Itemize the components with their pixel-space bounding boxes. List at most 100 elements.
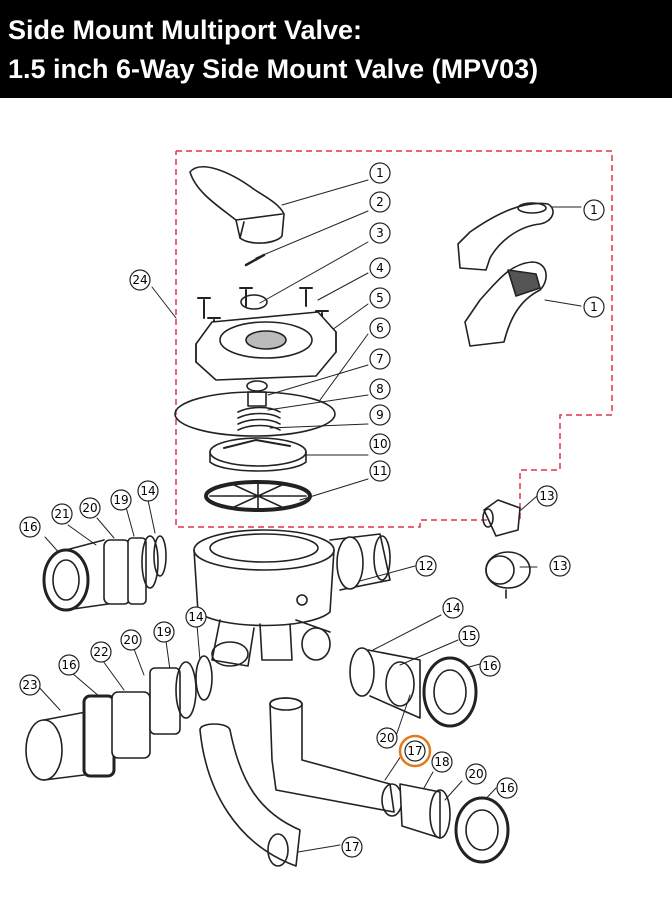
- callout-circle: [369, 460, 391, 482]
- spider-gasket: [204, 480, 312, 512]
- rotor-disc: [209, 437, 307, 472]
- callout-label: 9: [376, 408, 384, 422]
- callout-c11: 11: [369, 460, 391, 482]
- callout-circle: [583, 296, 605, 318]
- callout-c4: 4: [369, 257, 391, 279]
- callout-label: 20: [123, 633, 138, 647]
- callout-circle: [496, 777, 518, 799]
- callout-c8: 8: [369, 378, 391, 400]
- callout-label: 3: [376, 226, 384, 240]
- callout-label: 16: [499, 781, 514, 795]
- callout-c16b: 16: [58, 654, 80, 676]
- callout-c20a: 20: [79, 497, 101, 519]
- callout-circle: [51, 503, 73, 525]
- callout-label: 14: [140, 484, 155, 498]
- callout-c9: 9: [369, 404, 391, 426]
- callout-c16c: 16: [479, 655, 501, 677]
- callout-label: 14: [188, 610, 203, 624]
- callout-label: 13: [539, 489, 554, 503]
- callout-c14c: 14: [442, 597, 464, 619]
- callout-c13a: 13: [536, 485, 558, 507]
- callout-label: 22: [93, 645, 108, 659]
- left-lower-union: [25, 655, 213, 781]
- callout-c22: 22: [90, 641, 112, 663]
- callout-c19a: 19: [110, 489, 132, 511]
- callout-label: 18: [434, 755, 449, 769]
- title-line-2: 1.5 inch 6-Way Side Mount Valve (MPV03): [8, 54, 539, 84]
- callout-circle: [369, 257, 391, 279]
- callout-label: 1: [590, 203, 598, 217]
- callout-circle: [549, 555, 571, 577]
- callout-circle: [369, 404, 391, 426]
- callout-c19b: 19: [153, 621, 175, 643]
- callout-label: 16: [22, 520, 37, 534]
- valve-body: [193, 529, 391, 627]
- callout-label: 16: [482, 659, 497, 673]
- callout-circle: [137, 480, 159, 502]
- callout-label: 11: [372, 464, 387, 478]
- alternate-handle-2: [464, 261, 547, 347]
- callout-circle: [120, 629, 142, 651]
- callout-circle: [369, 433, 391, 455]
- callout-label: 17: [407, 744, 422, 758]
- callout-c1a: 1: [369, 162, 391, 184]
- callout-label: 20: [82, 501, 97, 515]
- callout-label: 1: [376, 166, 384, 180]
- small-o-ring: [240, 294, 268, 310]
- callout-circle: [369, 287, 391, 309]
- callout-label: 8: [376, 382, 384, 396]
- callout-circle: [369, 378, 391, 400]
- callout-label: 13: [552, 559, 567, 573]
- callout-label: 23: [22, 678, 37, 692]
- callout-label: 16: [61, 658, 76, 672]
- callout-label: 2: [376, 195, 384, 209]
- callout-circle: [341, 836, 363, 858]
- callout-c17a: 17: [404, 740, 426, 762]
- callout-c3: 3: [369, 222, 391, 244]
- callout-circle: [19, 516, 41, 538]
- callout-c16a: 16: [19, 516, 41, 538]
- callout-circle: [369, 162, 391, 184]
- callout-circle: [479, 655, 501, 677]
- callout-circle: [110, 489, 132, 511]
- sight-glass-parts: [482, 499, 531, 599]
- valve-body-ports: [211, 619, 331, 667]
- left-upper-union: [42, 535, 167, 612]
- callout-c14b: 14: [185, 606, 207, 628]
- callout-c17b: 17: [341, 836, 363, 858]
- handle-pin: [244, 253, 266, 267]
- callout-label: 20: [379, 731, 394, 745]
- callout-c13b: 13: [549, 555, 571, 577]
- callout-c20d: 20: [465, 763, 487, 785]
- callout-c2: 2: [369, 191, 391, 213]
- callout-c1b: 1: [583, 199, 605, 221]
- callout-label: 7: [376, 352, 384, 366]
- callout-label: 4: [376, 261, 384, 275]
- alternate-handle-1: [457, 202, 554, 271]
- callout-label: 12: [418, 559, 433, 573]
- callout-circle: [536, 485, 558, 507]
- callout-circle: [458, 625, 480, 647]
- callout-circle: [583, 199, 605, 221]
- exploded-parts-diagram: 1234567891011112413131216212019141419202…: [19, 150, 613, 867]
- callout-label: 1: [590, 300, 598, 314]
- callout-label: 6: [376, 321, 384, 335]
- callout-circle: [442, 597, 464, 619]
- callout-circle: [153, 621, 175, 643]
- lower-right-union: [399, 783, 510, 864]
- callout-circle: [185, 606, 207, 628]
- callout-c18: 18: [431, 751, 453, 773]
- callout-circle: [376, 727, 398, 749]
- callout-circle: [79, 497, 101, 519]
- callout-circle: [369, 191, 391, 213]
- callout-c12: 12: [415, 555, 437, 577]
- callout-circle: [431, 751, 453, 773]
- callout-circle: [369, 348, 391, 370]
- leader-lines: [36, 179, 582, 853]
- spring-stack: [237, 380, 281, 431]
- callout-label: 17: [344, 840, 359, 854]
- callout-label: 21: [54, 507, 69, 521]
- elbow-pipes: [199, 697, 403, 867]
- callout-label: 10: [372, 437, 387, 451]
